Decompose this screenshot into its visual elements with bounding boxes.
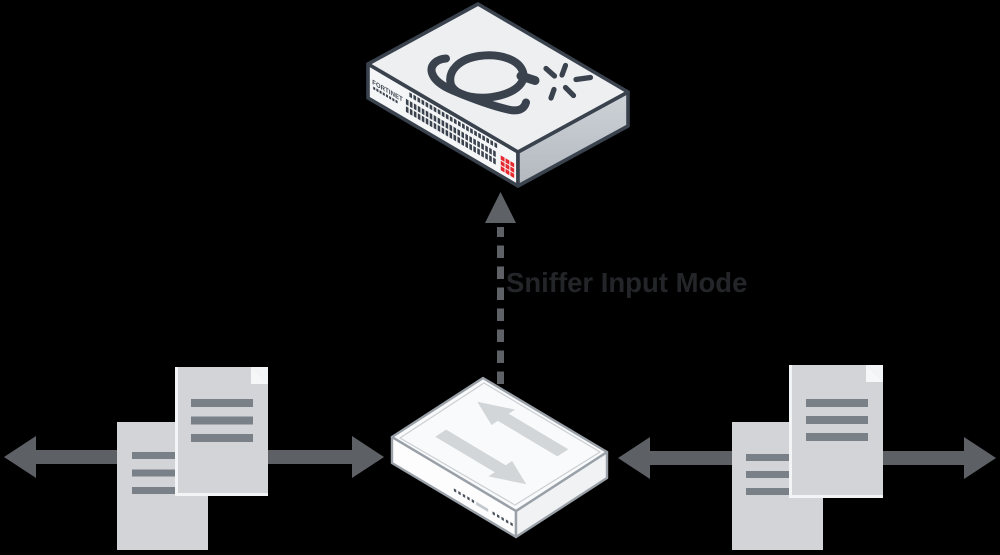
switch-led-row bbox=[453, 488, 475, 504]
fortinet-brand-dots bbox=[373, 86, 398, 104]
document-stack-left bbox=[117, 367, 268, 550]
traffic-arrow-up-icon bbox=[477, 401, 569, 457]
bidirectional-traffic-icon bbox=[435, 401, 569, 485]
fortigate-port-grid bbox=[405, 98, 496, 165]
document-stack-right bbox=[732, 365, 883, 550]
sniffer-link-arrow bbox=[485, 192, 516, 384]
arrowhead-right-icon bbox=[964, 437, 996, 479]
traffic-arrow-down-icon bbox=[435, 429, 527, 485]
sniffer-icon bbox=[427, 51, 594, 115]
traffic-flow-right bbox=[618, 365, 996, 550]
document-icon-front bbox=[178, 367, 268, 493]
switch-front-panel bbox=[453, 488, 513, 527]
fortigate-appliance: FORTINET bbox=[366, 2, 630, 188]
document-text-lines bbox=[806, 399, 868, 441]
arrowhead-left-icon bbox=[618, 437, 650, 479]
arrowhead-left-icon bbox=[4, 436, 36, 478]
switch-model-label bbox=[476, 501, 489, 513]
fortinet-logo-icon bbox=[500, 155, 515, 179]
switch-top-face bbox=[390, 376, 609, 513]
document-text-lines bbox=[132, 452, 192, 494]
document-fold-corner bbox=[866, 365, 883, 382]
document-text-lines bbox=[191, 399, 253, 442]
document-fold-corner bbox=[251, 367, 268, 384]
sniffer-icon-nose bbox=[516, 71, 540, 85]
document-icon-front bbox=[792, 365, 883, 495]
traffic-flow-left bbox=[4, 367, 384, 550]
switch-top-rim bbox=[398, 382, 602, 506]
fortigate-vent-row bbox=[409, 92, 498, 149]
document-text-lines bbox=[746, 454, 806, 495]
sniffer-mode-label: Sniffer Input Mode bbox=[506, 267, 747, 298]
arrowhead-up-icon bbox=[485, 192, 516, 223]
fortigate-top-face bbox=[366, 2, 630, 154]
arrowhead-right-icon bbox=[352, 436, 384, 478]
switch-device bbox=[390, 376, 609, 539]
spark-icon bbox=[543, 62, 594, 101]
switch-led-row bbox=[492, 511, 513, 527]
